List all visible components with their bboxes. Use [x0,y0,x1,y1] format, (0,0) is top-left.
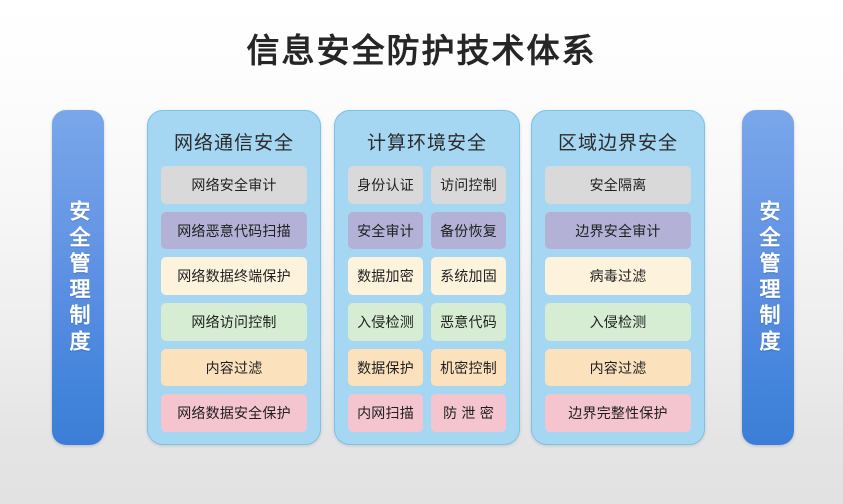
item-row: 网络数据安全保护 [161,394,307,433]
item-row: 边界完整性保护 [545,394,691,433]
chip-item[interactable]: 访问控制 [431,166,506,204]
page-title: 信息安全防护技术体系 [246,32,597,69]
item-row: 网络访问控制 [161,303,307,341]
chip-item[interactable]: 内网扫描 [348,394,423,433]
chip-item[interactable]: 网络访问控制 [161,303,307,341]
panel-title-col2: 计算环境安全 [366,133,487,154]
left-side-bar-label: 安全管理制度 [67,199,91,356]
panel-items-col1: 网络安全审计网络恶意代码扫描网络数据终端保护网络访问控制内容过滤网络数据安全保护 [161,166,307,433]
panel-computing-environment-security[interactable]: 计算环境安全 身份认证访问控制安全审计备份恢复数据加密系统加固入侵检测恶意代码数… [334,110,520,445]
right-side-bar-label: 安全管理制度 [757,199,781,356]
chip-item[interactable]: 安全审计 [348,211,423,250]
chip-item[interactable]: 数据加密 [348,257,423,296]
chip-item[interactable]: 入侵检测 [348,303,423,341]
chip-item[interactable]: 网络数据终端保护 [161,257,307,296]
left-side-bar-security-management[interactable]: 安全管理制度 [52,110,104,445]
item-row: 入侵检测 [545,303,691,341]
item-row: 入侵检测恶意代码 [348,303,506,341]
item-row: 数据保护机密控制 [348,348,506,387]
chip-item[interactable]: 网络恶意代码扫描 [161,211,307,250]
chip-item[interactable]: 防 泄 密 [431,394,506,433]
diagram-body: 安全管理制度 网络通信安全 网络安全审计网络恶意代码扫描网络数据终端保护网络访问… [0,110,843,445]
item-row: 网络数据终端保护 [161,257,307,296]
right-side-bar-security-management[interactable]: 安全管理制度 [742,110,794,445]
item-row: 内容过滤 [161,348,307,387]
item-row: 安全隔离 [545,166,691,204]
chip-item[interactable]: 入侵检测 [545,303,691,341]
panel-items-col3: 安全隔离边界安全审计病毒过滤入侵检测内容过滤边界完整性保护 [545,166,691,433]
chip-item[interactable]: 数据保护 [348,348,423,387]
item-row: 内网扫描防 泄 密 [348,394,506,433]
item-row: 边界安全审计 [545,211,691,250]
chip-item[interactable]: 安全隔离 [545,166,691,204]
chip-item[interactable]: 恶意代码 [431,303,506,341]
chip-item[interactable]: 网络安全审计 [161,166,307,204]
chip-item[interactable]: 边界安全审计 [545,211,691,250]
chip-item[interactable]: 病毒过滤 [545,257,691,296]
chip-item[interactable]: 内容过滤 [161,348,307,387]
panel-network-communication-security[interactable]: 网络通信安全 网络安全审计网络恶意代码扫描网络数据终端保护网络访问控制内容过滤网… [147,110,321,445]
panel-title-col1: 网络通信安全 [173,133,294,154]
item-row: 数据加密系统加固 [348,257,506,296]
item-row: 病毒过滤 [545,257,691,296]
chip-item[interactable]: 备份恢复 [431,211,506,250]
item-row: 安全审计备份恢复 [348,211,506,250]
chip-item[interactable]: 身份认证 [348,166,423,204]
item-row: 网络恶意代码扫描 [161,211,307,250]
panel-area-boundary-security[interactable]: 区域边界安全 安全隔离边界安全审计病毒过滤入侵检测内容过滤边界完整性保护 [531,110,705,445]
panel-items-col2: 身份认证访问控制安全审计备份恢复数据加密系统加固入侵检测恶意代码数据保护机密控制… [348,166,506,433]
chip-item[interactable]: 网络数据安全保护 [161,394,307,433]
chip-item[interactable]: 系统加固 [431,257,506,296]
chip-item[interactable]: 机密控制 [431,348,506,387]
chip-item[interactable]: 边界完整性保护 [545,394,691,433]
panel-title-col3: 区域边界安全 [557,133,678,154]
item-row: 身份认证访问控制 [348,166,506,204]
chip-item[interactable]: 内容过滤 [545,348,691,387]
item-row: 内容过滤 [545,348,691,387]
item-row: 网络安全审计 [161,166,307,204]
